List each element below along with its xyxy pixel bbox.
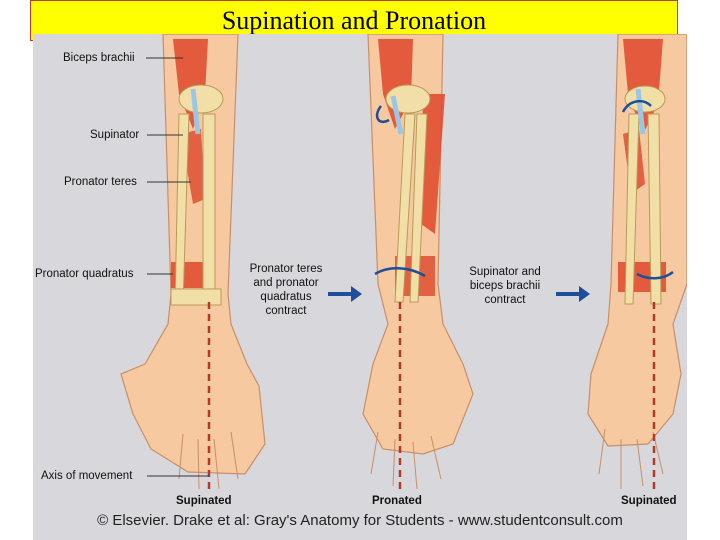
caption-supinate-action: Supinator and biceps brachii contract <box>469 266 541 306</box>
label-pronator-quadratus: Pronator quadratus <box>35 268 134 280</box>
position-label-middle: Pronated <box>372 495 422 507</box>
copyright-notice: © Elsevier. Drake et al: Gray's Anatomy … <box>97 512 623 529</box>
process-arrow-2 <box>556 286 590 302</box>
position-label-left: Supinated <box>176 495 232 507</box>
anatomy-figure: Biceps brachii Supinator Pronator teres … <box>33 34 687 540</box>
label-pronator-teres: Pronator teres <box>64 176 137 188</box>
position-label-right: Supinated <box>621 495 677 507</box>
arm-pronated-middle <box>362 34 474 490</box>
label-supinator: Supinator <box>90 129 140 141</box>
arm-supinated-left <box>120 34 266 490</box>
label-biceps-brachii: Biceps brachii <box>63 52 135 64</box>
label-axis-of-movement: Axis of movement <box>41 470 133 482</box>
forearm-illustration <box>120 34 687 490</box>
process-arrow-1 <box>328 286 362 302</box>
caption-pronate-action: Pronator teres and pronator quadratus co… <box>249 263 323 317</box>
arm-supinated-right <box>587 34 687 489</box>
